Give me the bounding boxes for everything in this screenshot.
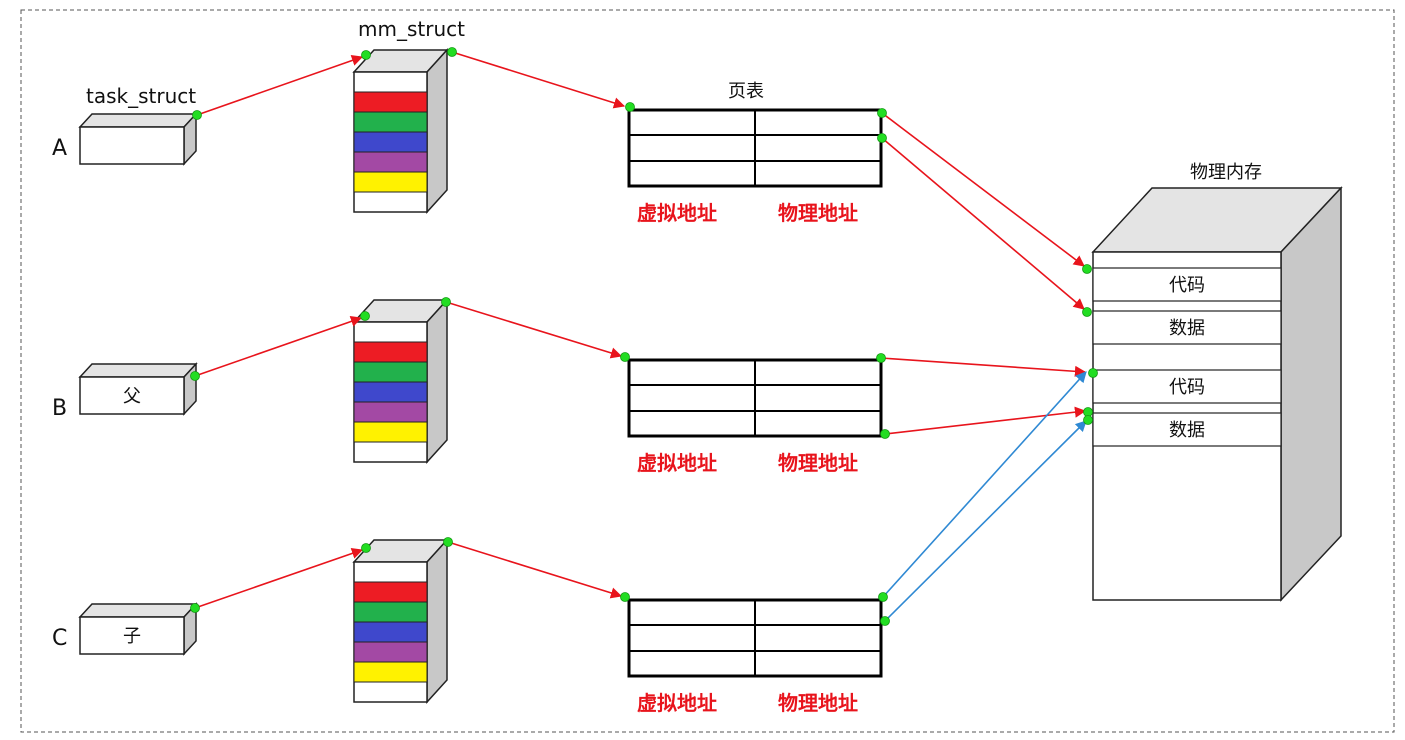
task-struct-label: task_struct [86,84,196,108]
virtual-address-label: 虚拟地址 [637,451,717,475]
connector-dot [361,50,371,60]
shared-memory-arrow [884,420,1087,622]
connector-dot [192,110,202,120]
connector-dot [877,133,887,143]
physical-address-label: 物理地址 [778,691,858,715]
memory-segment [1092,412,1282,447]
virtual-address-label: 虚拟地址 [637,201,717,225]
physical-memory-side [1280,186,1342,602]
connector-dot [190,603,200,613]
connector-dot [625,102,635,112]
connector-dot [1088,368,1098,378]
process-group-a: A 虚拟地址 物理地址 [52,48,883,225]
connector-dot [1082,264,1092,274]
mm-stack-band [353,381,428,403]
mm-stack-band [353,421,428,443]
pagetable-to-memory-arrow [881,137,1085,310]
memory-segment-label: 代码 [1169,275,1205,296]
pagetable-to-memory-arrow [881,112,1085,267]
connector-dot [876,353,886,363]
mm-stack-band [353,171,428,193]
page-table-label: 页表 [728,81,764,102]
physical-memory-label: 物理内存 [1190,162,1262,183]
memory-segment-label: 代码 [1169,377,1205,398]
connector-dot [1082,307,1092,317]
task-box-text: 父 [123,386,141,407]
shared-memory-arrow [882,371,1087,598]
task-box-text: 子 [123,626,141,647]
task-to-mm-arrow [194,316,363,377]
connector-dot [441,297,451,307]
mm-stack-band [353,131,428,153]
mm-stack-band [353,111,428,133]
mm-stack-side [426,48,448,214]
connector-dot [878,592,888,602]
task-to-mm-arrow [196,55,364,116]
connector-dot [880,616,890,626]
pagetable-to-memory-arrow [880,357,1087,377]
task-box-top [78,603,198,618]
mm-stack-band [353,91,428,113]
connector-dot [360,311,370,321]
physical-address-label: 物理地址 [778,201,858,225]
mm-stack-band [353,401,428,423]
mm-to-pagetable-arrow [447,541,623,599]
connector-dot [620,352,630,362]
process-letter: C [52,626,67,651]
memory-segment [1092,267,1282,302]
mm-to-pagetable-arrow [445,301,623,359]
connector-dot [620,592,630,602]
pagetable-to-memory-arrow [884,406,1087,435]
task-box-front [79,616,185,655]
task-box-front [79,126,185,165]
connector-dot [877,108,887,118]
connector-dot [443,537,453,547]
mm-stack-band [353,621,428,643]
memory-segment [1092,369,1282,404]
mm-stack-band [353,601,428,623]
mm-stack-band [353,151,428,173]
connector-dot [361,543,371,553]
connector-dot [447,47,457,57]
connector-dot [190,371,200,381]
mm-stack-band [353,581,428,603]
mm-stack-band [353,641,428,663]
task-box-top [78,363,198,378]
connector-dot [1083,415,1093,425]
memory-segment [1092,310,1282,345]
mm-stack-band [353,661,428,683]
mm-stack-band [353,341,428,363]
diagram-frame [20,9,1395,733]
mm-stack-band [353,361,428,383]
mm-stack-side [426,538,448,704]
process-letter: A [52,136,67,161]
connector-dot [880,429,890,439]
virtual-address-label: 虚拟地址 [637,691,717,715]
memory-segment-label: 数据 [1169,420,1205,441]
process-letter: B [52,396,67,421]
mm-stack-side [426,298,448,464]
task-box-top [78,113,198,128]
task-to-mm-arrow [194,548,364,609]
mm-to-pagetable-arrow [451,51,626,109]
memory-segment-label: 数据 [1169,318,1205,339]
task-box-front [79,376,185,415]
physical-address-label: 物理地址 [778,451,858,475]
mm-struct-label: mm_struct [358,17,465,41]
